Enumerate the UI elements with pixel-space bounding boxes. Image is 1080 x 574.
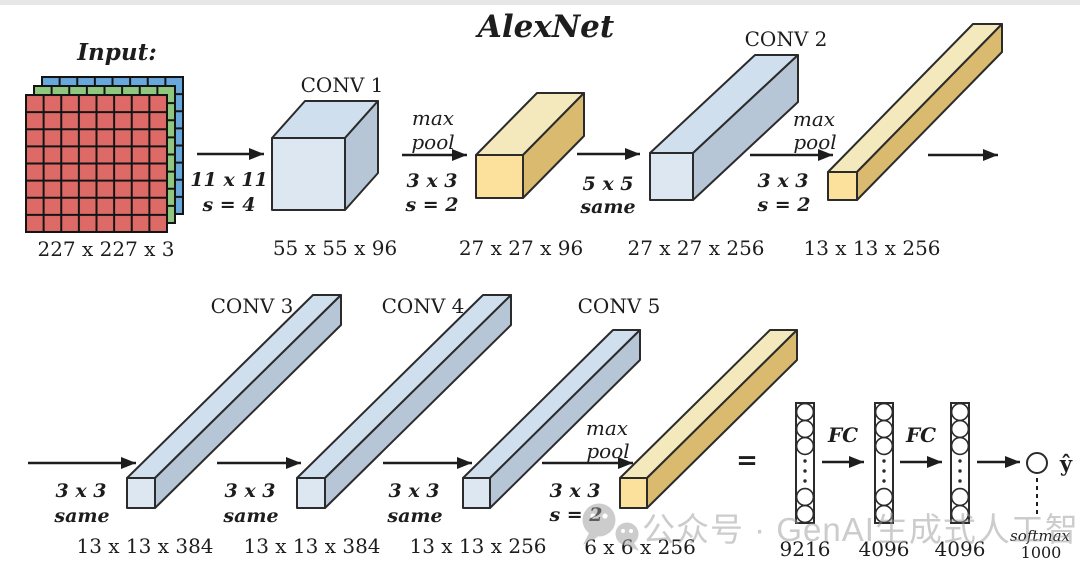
conv3-block: CONV 3 13 x 13 x 384	[76, 294, 342, 558]
op-pool1-max: max	[412, 106, 454, 130]
num-classes-label: 1000	[1021, 543, 1062, 562]
pool1-output-block: 27 x 27 x 96	[459, 92, 585, 260]
watermark-text: 公众号 · GenAI生成式人工智能	[642, 511, 1080, 548]
output-neuron	[1026, 452, 1048, 474]
input-channel-red	[25, 94, 168, 233]
op-conv3-pad: same	[53, 505, 109, 527]
op-conv2: 5 x 5 same	[577, 148, 640, 218]
conv5-label: CONV 5	[578, 294, 661, 318]
fc1-label: FC	[827, 423, 858, 447]
pool5-output-block: 6 x 6 x 256	[584, 329, 798, 559]
page-title: AlexNet	[475, 9, 615, 45]
op-pool2-kernel: 3 x 3	[758, 170, 809, 192]
top-strip	[0, 0, 1080, 5]
conv2-label: CONV 2	[745, 27, 828, 51]
op-conv1: 11 x 11 s = 4	[190, 148, 268, 216]
fc2-size: 4096	[935, 537, 986, 561]
op-conv1-kernel: 11 x 11	[190, 169, 267, 191]
op-conv3: 3 x 3 same	[28, 457, 136, 527]
fc-layer-flatten: 9216	[780, 402, 831, 561]
fc-column	[950, 402, 970, 524]
input-tensor: Input: 227 x 227 x 3	[25, 39, 184, 261]
conv5-block: CONV 5 13 x 13 x 256	[409, 294, 660, 558]
conv1-dims: 55 x 55 x 96	[273, 236, 397, 260]
output-node: ŷ softmax 1000	[1010, 451, 1073, 562]
input-dims: 227 x 227 x 3	[37, 237, 174, 261]
fc-column	[874, 402, 894, 524]
equals-sign: =	[736, 446, 758, 476]
fc-layer-1: 4096	[859, 402, 910, 561]
op-pool5-max: max	[586, 416, 628, 440]
fc1-op: FC	[822, 423, 864, 468]
op-conv4: 3 x 3 same	[217, 457, 301, 527]
watermark: 公众号 · GenAI生成式人工智能	[582, 503, 1080, 551]
fc-layer-2: 4096	[935, 402, 986, 561]
op-maxpool2: max pool 3 x 3 s = 2	[750, 107, 837, 216]
op-conv5-pad: same	[386, 505, 442, 527]
conv4-label: CONV 4	[382, 294, 465, 318]
op-conv2-kernel: 5 x 5	[583, 173, 634, 195]
conv2-block: CONV 2 27 x 27 x 256	[627, 27, 827, 260]
fc-column	[795, 402, 815, 524]
pool1-out-dims: 27 x 27 x 96	[459, 236, 583, 260]
op-conv4-pad: same	[222, 505, 278, 527]
pool2-output-block: 13 x 13 x 256	[803, 23, 1003, 260]
op-conv4-kernel: 3 x 3	[225, 480, 276, 502]
conv3-dims: 13 x 13 x 384	[76, 534, 213, 558]
fc2-op: FC	[900, 423, 942, 468]
conv4-block: CONV 4 13 x 13 x 384	[243, 294, 512, 558]
op-conv5: 3 x 3 same	[383, 457, 472, 527]
op-pool1-stride: s = 2	[404, 194, 458, 216]
op-conv5-kernel: 3 x 3	[389, 480, 440, 502]
conv4-dims: 13 x 13 x 384	[243, 534, 380, 558]
softmax-label: softmax	[1010, 527, 1070, 545]
conv1-label: CONV 1	[301, 73, 384, 97]
op-pool5-pool: pool	[586, 439, 629, 463]
conv1-block: CONV 1 55 x 55 x 96	[271, 73, 397, 260]
wechat-icon	[582, 503, 639, 551]
flatten-size: 9216	[780, 537, 831, 561]
op-conv2-pad: same	[579, 196, 635, 218]
op-pool2-max: max	[793, 107, 835, 131]
op-conv3-kernel: 3 x 3	[56, 480, 107, 502]
op-conv1-stride: s = 4	[201, 194, 255, 216]
op-pool2-stride: s = 2	[756, 194, 810, 216]
conv5-dims: 13 x 13 x 256	[409, 534, 546, 558]
fc2-label: FC	[905, 423, 936, 447]
output-symbol: ŷ	[1059, 451, 1073, 476]
op-pool1-kernel: 3 x 3	[407, 170, 458, 192]
op-pool5-kernel: 3 x 3	[550, 480, 601, 502]
op-pool2-pool: pool	[793, 130, 836, 154]
conv2-dims: 27 x 27 x 256	[627, 236, 764, 260]
pool2-out-dims: 13 x 13 x 256	[803, 236, 940, 260]
conv3-label: CONV 3	[211, 294, 294, 318]
fc1-size: 4096	[859, 537, 910, 561]
pool5-out-dims: 6 x 6 x 256	[584, 535, 696, 559]
op-maxpool1: max pool 3 x 3 s = 2	[402, 106, 467, 216]
input-label: Input:	[76, 39, 156, 66]
op-pool1-pool: pool	[411, 130, 454, 154]
